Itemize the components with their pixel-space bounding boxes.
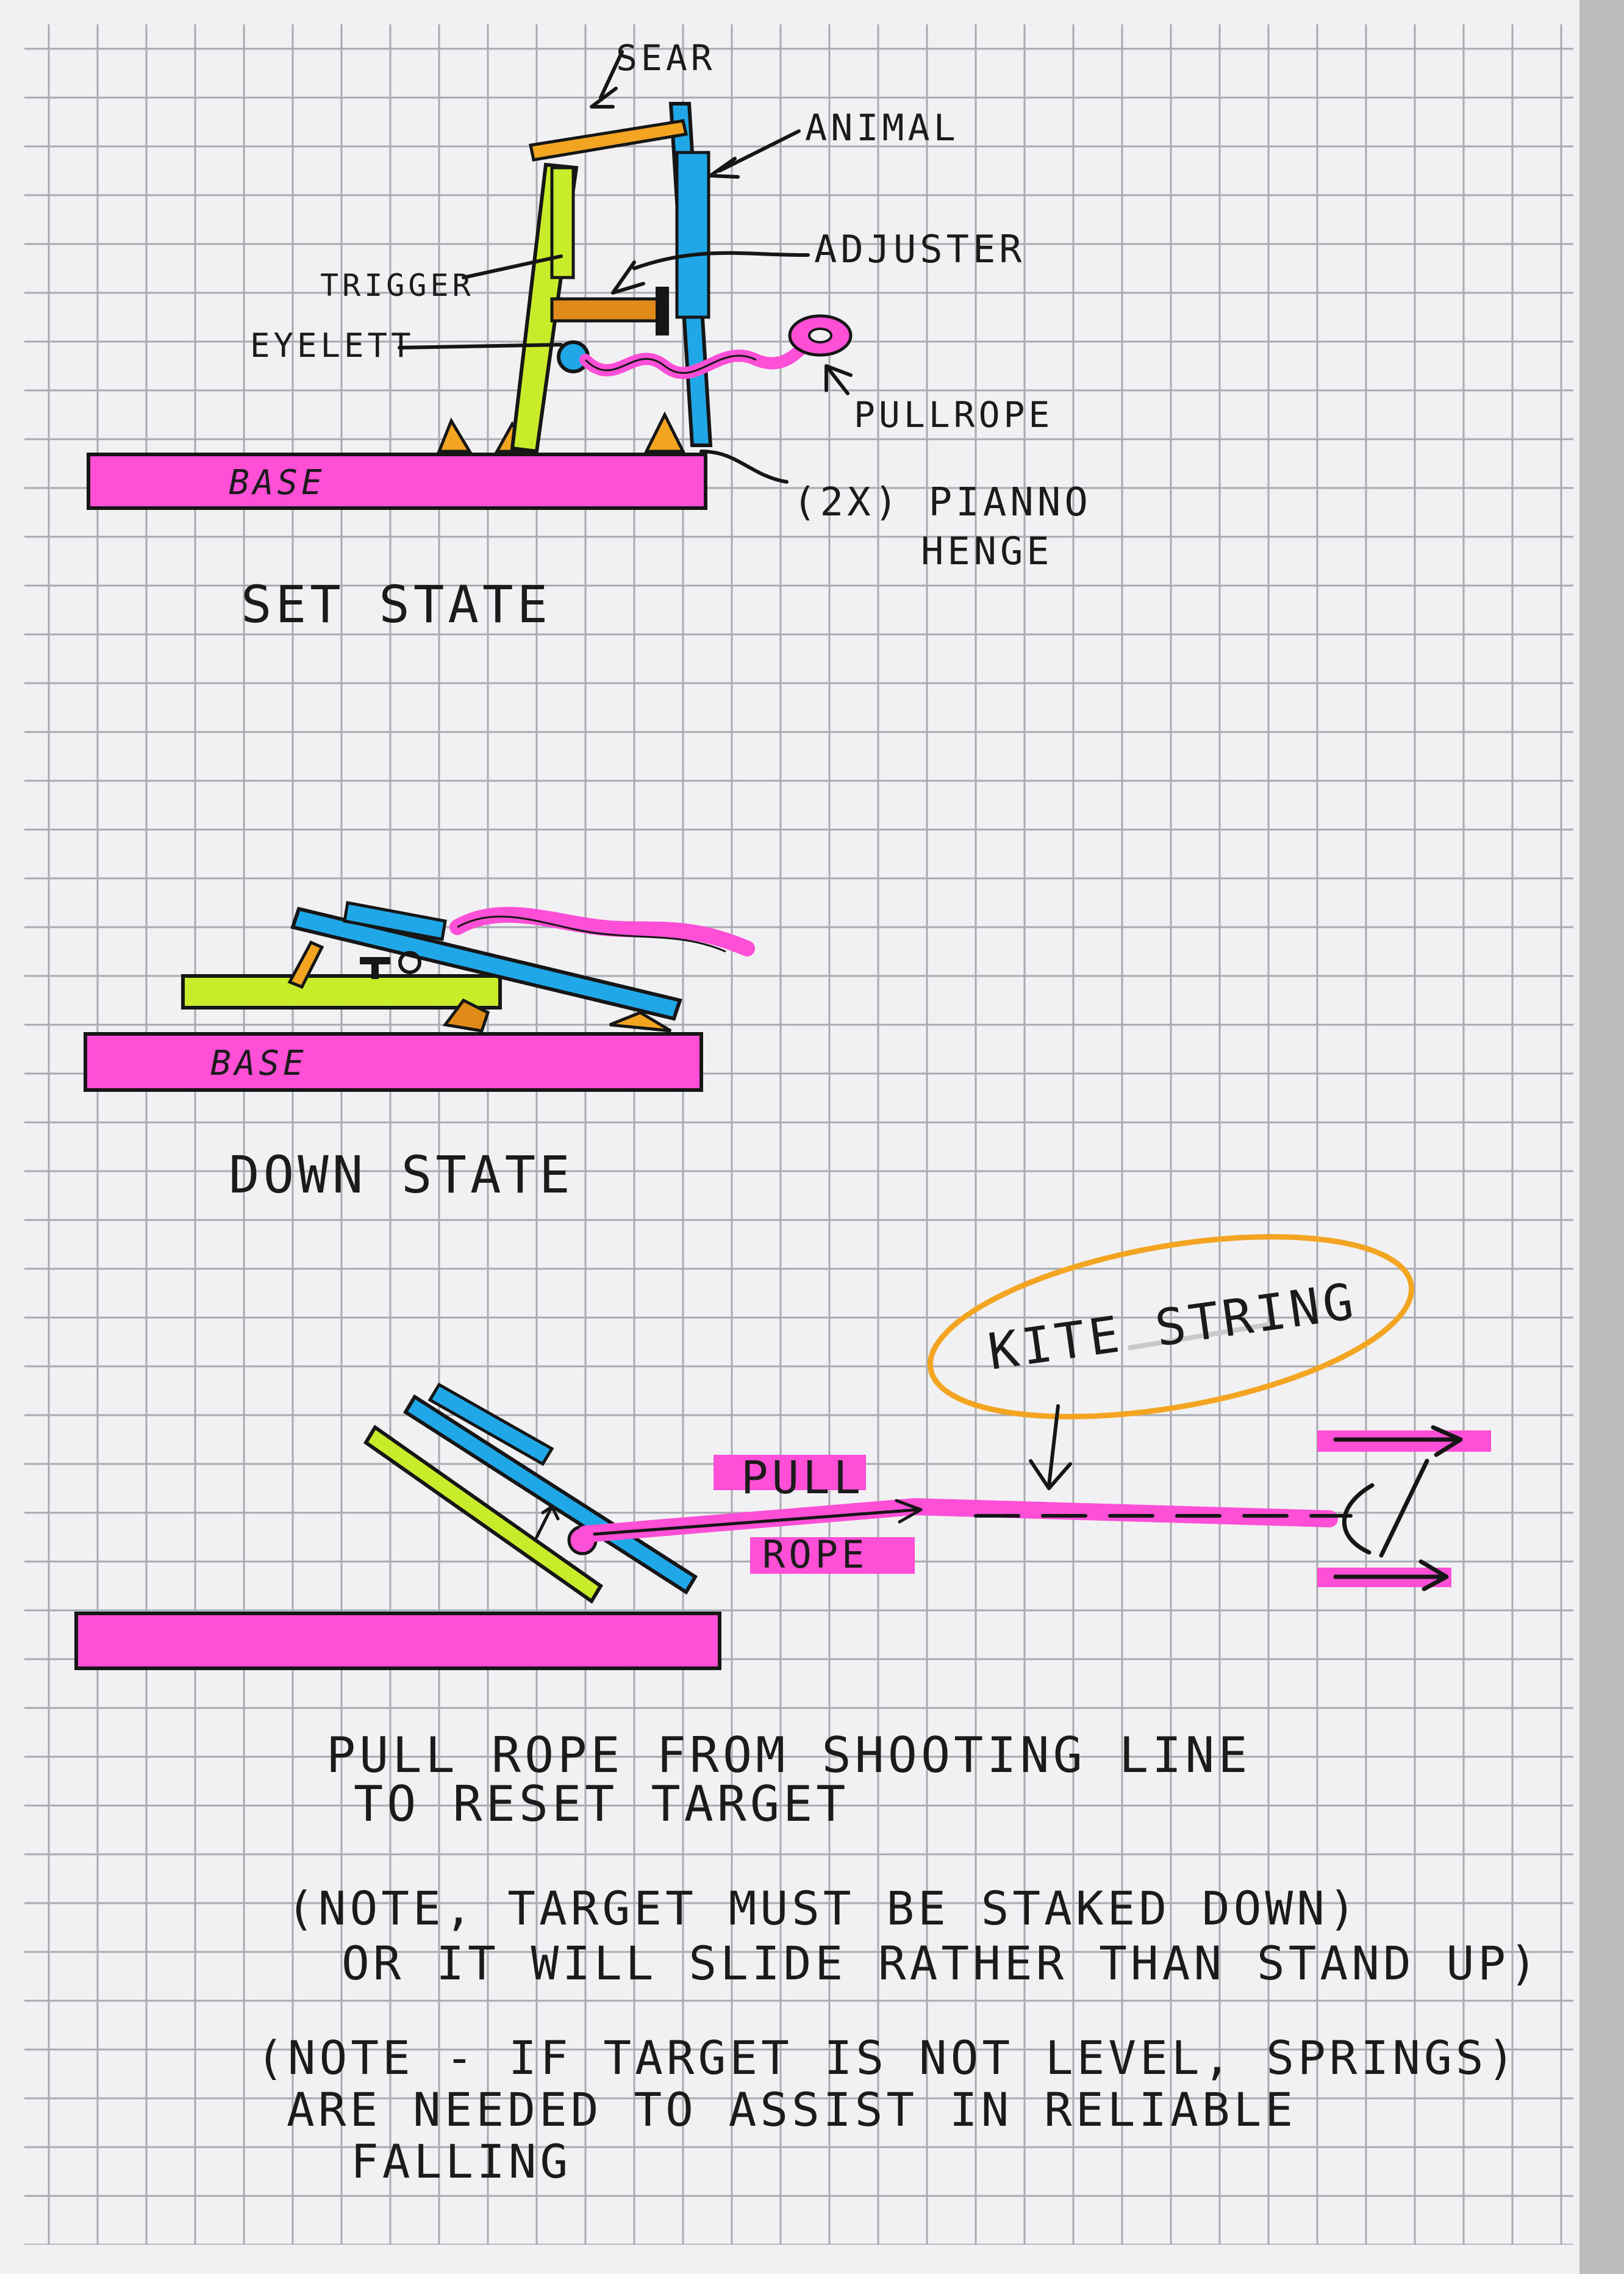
adjuster-rod (550, 297, 664, 323)
note2-line2: ARE NEEDED TO ASSIST IN RELIABLE (287, 2082, 1297, 2137)
down-animal-plate (343, 901, 447, 941)
adjuster-label: ADJUSTER (814, 227, 1026, 271)
notes-block: PULL ROPE FROM SHOOTING LINE TO RESET TA… (256, 1727, 1541, 2189)
kite-string-callout (927, 1234, 1415, 1419)
hinge-label-line1: (2X) PIANNO (793, 480, 1092, 525)
trigger-label: TRIGGER (320, 268, 474, 303)
rope-label: ROPE (762, 1532, 868, 1577)
down-state-diagram: BASE DOWN STATE (84, 901, 755, 1205)
pullrope-thin (584, 354, 757, 374)
kite-string-faded (1128, 1321, 1275, 1350)
animal-leader (709, 129, 801, 179)
reset-animal-bar (402, 1394, 698, 1595)
set-base-label: BASE (229, 463, 326, 503)
down-animal-bar (290, 906, 682, 1021)
hinge-leader (699, 450, 789, 484)
adjuster-leader (611, 251, 810, 295)
down-base-label: BASE (210, 1044, 307, 1083)
reset-adjuster-stub (535, 1505, 560, 1539)
trigger-leader (462, 254, 563, 279)
sear-leader (590, 50, 624, 109)
reset-trigger-bar (363, 1424, 604, 1604)
rope-highlight (750, 1537, 915, 1574)
adjuster-head (656, 287, 669, 335)
kite-string-arrow (1029, 1404, 1072, 1490)
instruction-line1: PULL ROPE FROM SHOOTING LINE (326, 1727, 1251, 1784)
eyelett-label: EYELETT (250, 326, 415, 365)
trigger-bar-back (550, 166, 575, 279)
down-trigger-bar (181, 974, 502, 1010)
reset-animal-plate (427, 1382, 554, 1466)
note1-line2: OR IT WILL SLIDE RATHER THAN STAND UP) (342, 1936, 1541, 1990)
down-pullrope (449, 906, 755, 956)
set-state-diagram: BASE SEAR ANIMAL TRIGGER ADJUST (87, 37, 1092, 634)
down-hinge-left (442, 998, 490, 1033)
sear-label: SEAR (616, 37, 716, 79)
sear-bar (529, 119, 689, 162)
down-pullrope-thin (457, 916, 726, 953)
reset-rope-line (593, 1499, 923, 1536)
down-state-caption: DOWN STATE (229, 1145, 574, 1205)
set-state-caption: SET STATE (241, 575, 551, 634)
grid-lines (24, 24, 1573, 2245)
note1-line1: (NOTE, TARGET MUST BE STAKED DOWN) (287, 1881, 1360, 1935)
pull-label: PULL (741, 1452, 864, 1504)
instruction-line2: TO RESET TARGET (354, 1776, 849, 1832)
set-hinge-right (643, 411, 686, 453)
eyelett-leader (398, 343, 563, 350)
pullrope-leader (825, 364, 853, 395)
down-base-bar (84, 1032, 703, 1092)
reset-base-bar (74, 1612, 721, 1670)
down-sear (287, 940, 324, 989)
down-adjuster (360, 957, 390, 979)
animal-plate (675, 151, 710, 319)
note2-line3: FALLING (351, 2134, 571, 2189)
handle-frame (1333, 1425, 1463, 1591)
pullrope-loop-hole (808, 328, 832, 343)
pullrope-label: PULLROPE (854, 394, 1053, 436)
pull-highlight (714, 1455, 866, 1490)
hinge-label-line2: HENGE (921, 529, 1053, 573)
down-hinge-right (609, 1011, 672, 1033)
note2-line1: (NOTE - IF TARGET IS NOT LEVEL, SPRINGS) (256, 2031, 1518, 2085)
down-eyelet (398, 951, 421, 974)
animal-label: ANIMAL (805, 107, 959, 149)
set-base-bar (87, 453, 707, 510)
